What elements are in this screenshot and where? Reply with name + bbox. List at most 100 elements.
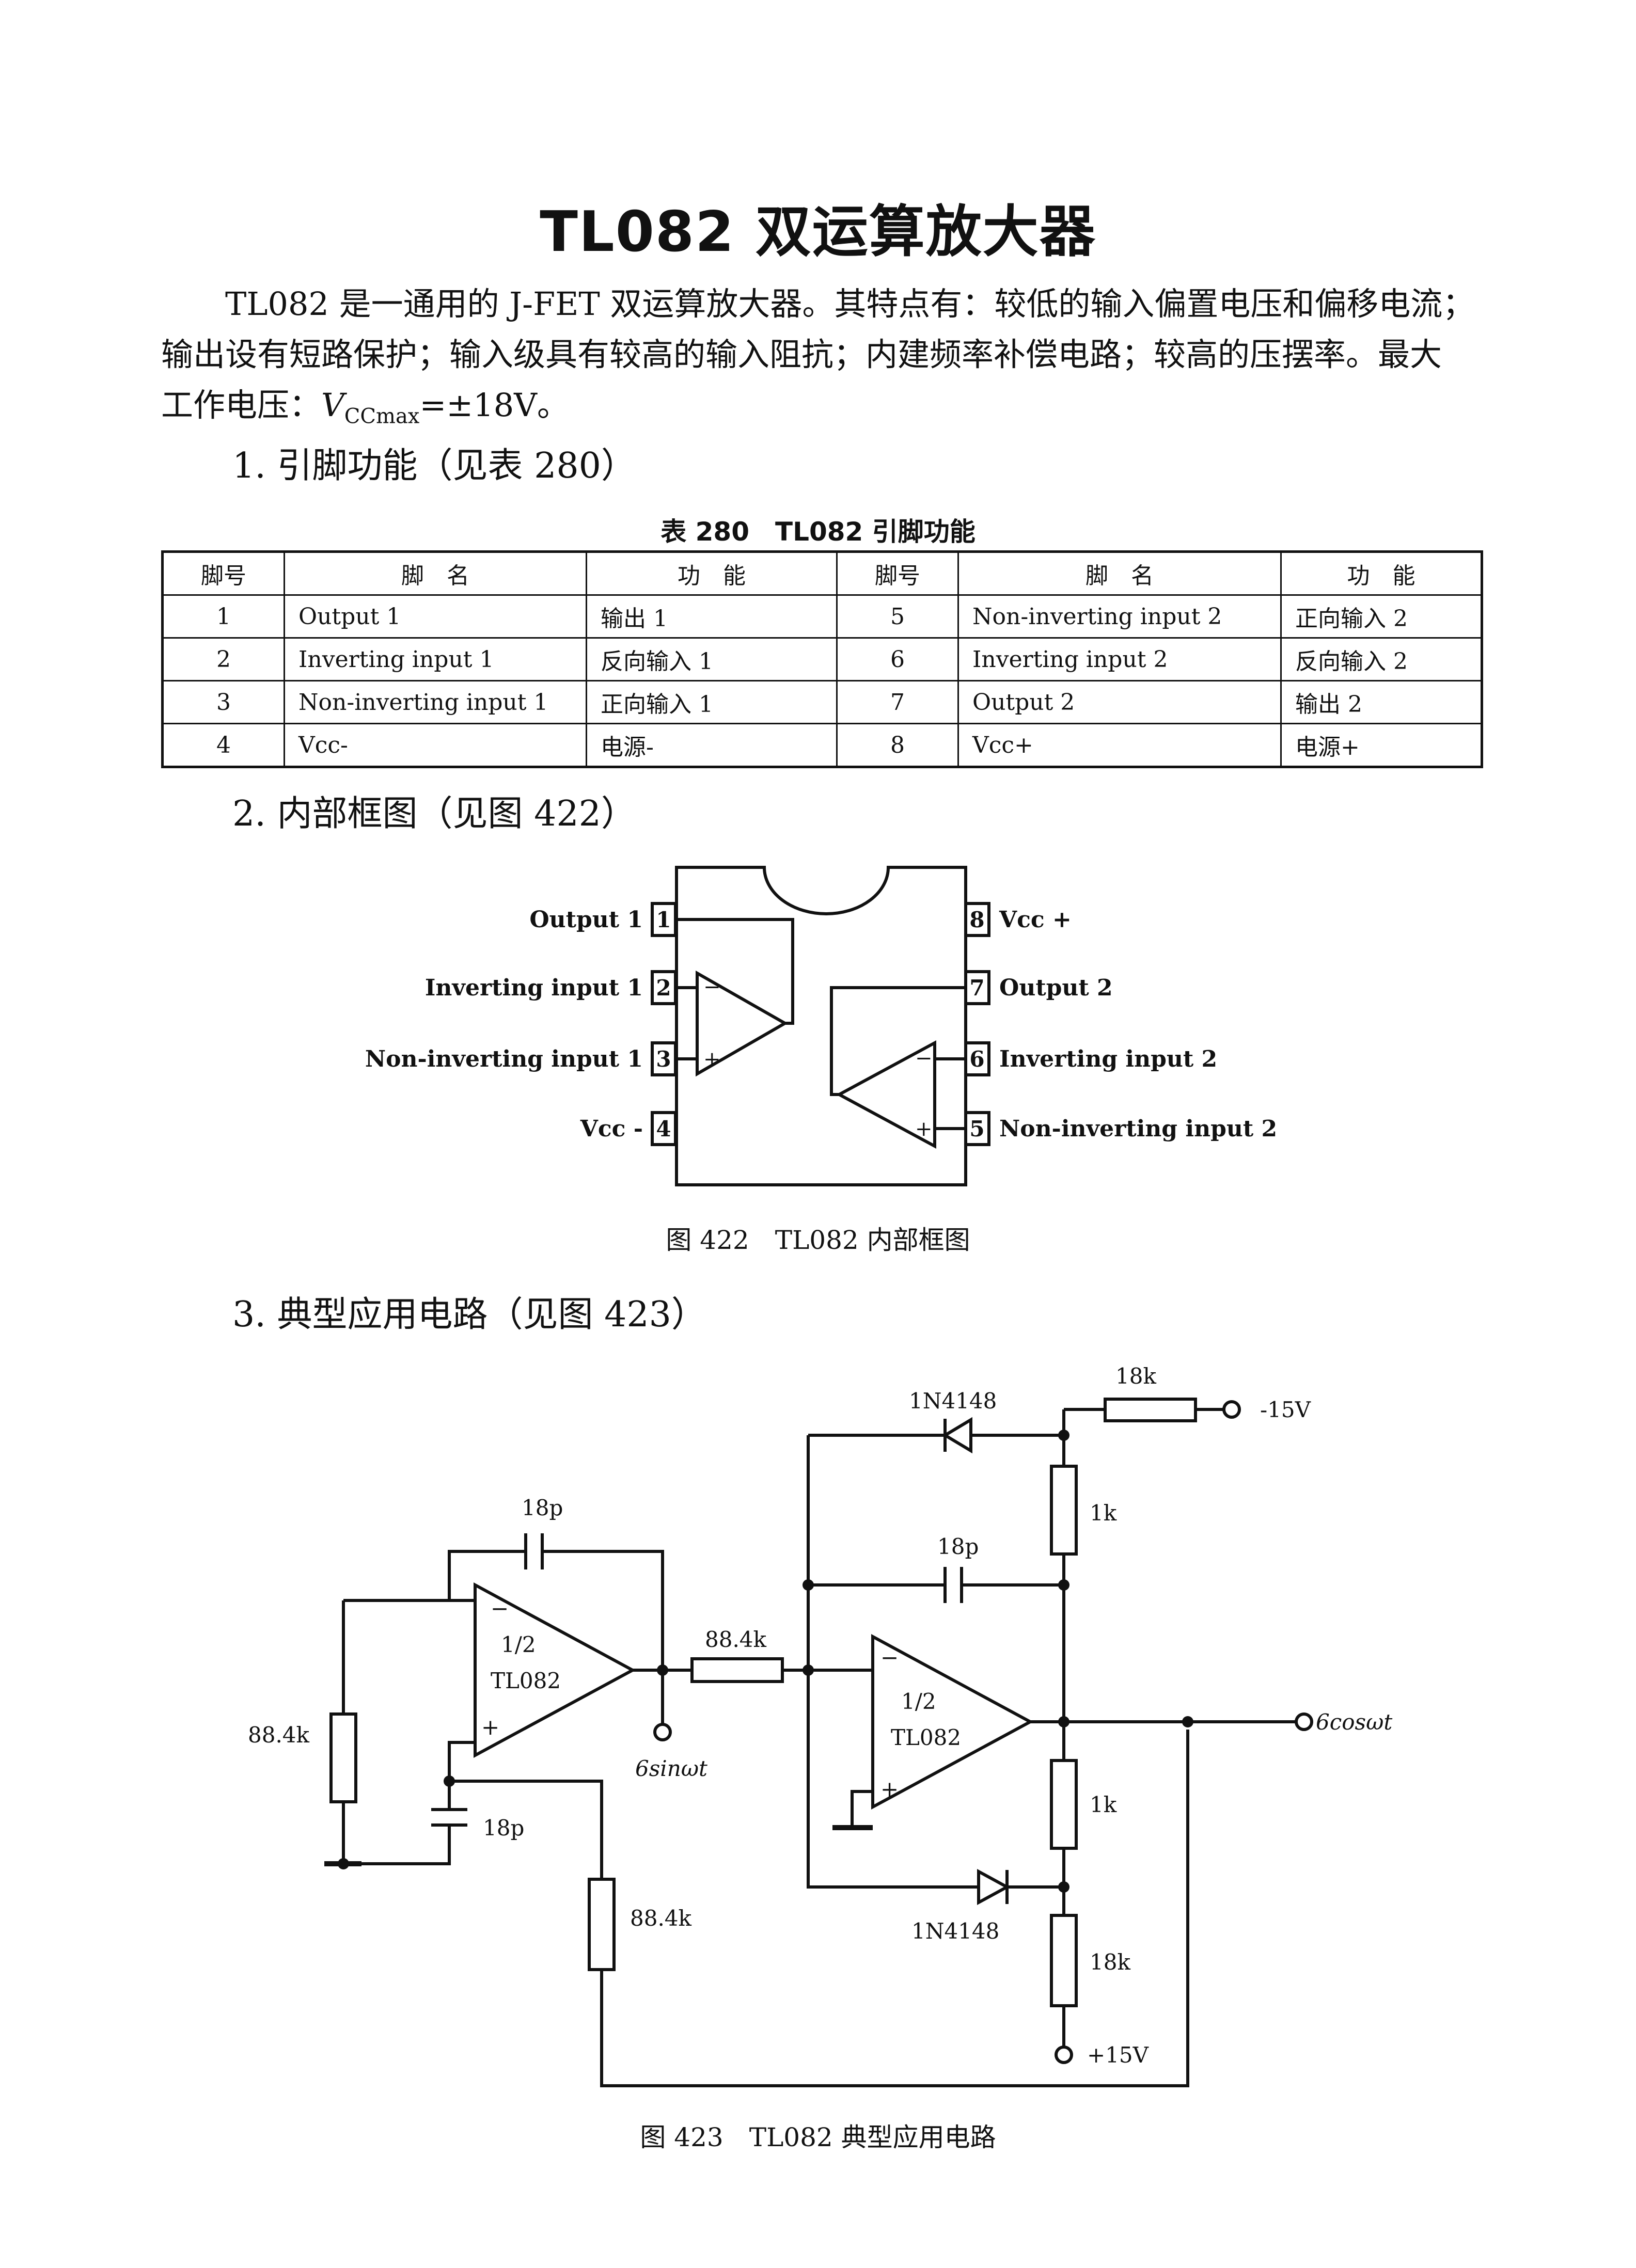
opamp-1-triangle: [696, 970, 789, 1077]
junction-dot: [1182, 1716, 1193, 1727]
wire: [448, 1741, 475, 1810]
table-header-row: 脚号 脚 名 功 能 脚号 脚 名 功 能: [162, 551, 1483, 596]
table-cell: 电源+: [1280, 723, 1483, 768]
capacitor-c1: [524, 1533, 544, 1569]
table-row: 3 Non-inverting input 1 正向输入 1 7 Output …: [162, 680, 1483, 724]
opamp-2-minus: −: [880, 1645, 899, 1670]
left-pin-label: Output 1: [529, 907, 643, 933]
wire: [449, 1780, 603, 1879]
right-pin-label: Output 2: [999, 975, 1113, 1001]
left-pin-label: Inverting input 1: [425, 975, 643, 1001]
resistor-1k-top-label: 1k: [1090, 1500, 1117, 1526]
table-cell: 5: [836, 594, 959, 639]
table-cell: Output 1: [284, 594, 587, 639]
section-heading-1: 1. 引脚功能（见表 280）: [232, 446, 636, 486]
resistor-bottom-label: 88.4k: [630, 1906, 692, 1931]
table-header: 功 能: [1280, 551, 1483, 596]
right-pin-label: Inverting input 2: [999, 1046, 1217, 1072]
opamp-1-minus: −: [703, 975, 721, 999]
opamp-2-plus: +: [880, 1777, 899, 1802]
output-terminal-2: [1295, 1712, 1313, 1731]
junction-dot: [338, 1858, 349, 1869]
opamp-1-minus: −: [491, 1596, 509, 1621]
wire: [851, 1790, 873, 1828]
wire: [600, 1730, 1189, 2087]
opamp-1-feedback-wire: [677, 918, 794, 1025]
left-pin-label: Vcc -: [580, 1116, 643, 1142]
terminal-neg15v: [1222, 1400, 1241, 1419]
wire: [807, 1670, 955, 1889]
table-cell: Vcc+: [957, 723, 1282, 768]
vcc-subscript: CCmax: [344, 404, 420, 429]
table-cell: 6: [836, 637, 959, 681]
supply-neg-label: -15V: [1260, 1397, 1311, 1422]
wire: [343, 1825, 451, 1865]
output-1-label: 6sinωt: [635, 1756, 707, 1781]
typical-application-circuit: − + − + 1/2 TL082 1/2 TL082 18p 18p 18p …: [248, 1363, 1392, 2087]
output-terminal-1: [653, 1723, 672, 1741]
table-cell: Output 2: [957, 680, 1282, 724]
vcc-value: =±18V。: [419, 386, 569, 424]
resistor-18k-top: [1104, 1398, 1197, 1422]
terminal-pos15v: [1055, 2045, 1073, 2064]
cap-c3-label: 18p: [937, 1534, 979, 1559]
table-row: 2 Inverting input 1 反向输入 1 6 Inverting i…: [162, 637, 1483, 681]
intro-line-2: 输出设有短路保护；输入级具有较高的输入阻抗；内建频率补偿电路；较高的压摆率。最大: [161, 336, 1442, 373]
table-cell: 输出 2: [1280, 680, 1483, 724]
resistor-1k-top: [1050, 1465, 1078, 1556]
intro-paragraph: TL082 是一通用的 J-FET 双运算放大器。其特点有：较低的输入偏置电压和…: [161, 279, 1483, 441]
pin-number: 3: [656, 1046, 671, 1072]
right-pin-label: Vcc +: [999, 907, 1072, 933]
pin-number: 5: [969, 1116, 984, 1141]
table-cell: 反向输入 1: [586, 637, 838, 681]
opamp-2: [871, 1633, 1034, 1810]
pin-number: 8: [969, 907, 984, 932]
left-pin-label: Non-inverting input 1: [365, 1046, 643, 1072]
output-2-label: 6cosωt: [1316, 1709, 1392, 1735]
resistor-18k-bottom-label: 18k: [1090, 1949, 1130, 1975]
table-cell: Inverting input 1: [284, 637, 587, 681]
section-heading-2: 2. 内部框图（见图 422）: [232, 794, 636, 834]
table-header: 脚号: [162, 551, 285, 596]
capacitor-c3: [943, 1567, 963, 1603]
pin-box-3: [651, 1041, 677, 1076]
opamp-2-label-bottom: TL082: [891, 1725, 961, 1750]
table-cell: 反向输入 2: [1280, 637, 1483, 681]
table-row: 4 Vcc- 电源- 8 Vcc+ 电源+: [162, 723, 1483, 768]
diode-bottom: [977, 1868, 1011, 1906]
opamp-1: [474, 1582, 636, 1758]
junction-dot: [1058, 1881, 1069, 1893]
opamp-1-label-bottom: TL082: [491, 1668, 561, 1693]
resistor-18k-bottom: [1050, 1914, 1078, 2007]
cap-c1-label: 18p: [522, 1495, 563, 1520]
intro-line-3: 工作电压：VCCmax=±18V。: [161, 386, 569, 429]
opamp-2-plus: +: [915, 1117, 933, 1141]
table-cell: 8: [836, 723, 959, 768]
pin-number: 1: [656, 907, 671, 932]
table-cell: Inverting input 2: [957, 637, 1282, 681]
figure-422-caption: 图 422 TL082 内部框图: [666, 1225, 970, 1255]
pin-number: 4: [656, 1116, 671, 1141]
junction-dot: [803, 1579, 814, 1591]
opamp-2-label-top: 1/2: [901, 1689, 936, 1714]
resistor-left-label: 88.4k: [248, 1722, 310, 1748]
diode-top-label: 1N4148: [909, 1388, 997, 1414]
table-cell: 输出 1: [586, 594, 838, 639]
opamp-2-minus: −: [915, 1046, 933, 1070]
capacitor-c2: [431, 1808, 467, 1827]
intro-line-1: TL082 是一通用的 J-FET 双运算放大器。其特点有：较低的输入偏置电压和…: [225, 285, 1475, 323]
opamp-1-plus: +: [481, 1715, 499, 1740]
resistor-r-bottom: [588, 1878, 616, 1971]
right-pin-label: Non-inverting input 2: [999, 1116, 1277, 1142]
table-header: 功 能: [586, 551, 838, 596]
table-header: 脚 名: [284, 551, 587, 596]
pin-box-1: [651, 902, 677, 937]
resistor-series-label: 88.4k: [705, 1627, 767, 1652]
table-caption: 表 280 TL082 引脚功能: [660, 517, 976, 547]
resistor-r-left: [329, 1712, 357, 1803]
table-cell: 正向输入 1: [586, 680, 838, 724]
table-cell: 4: [162, 723, 285, 768]
pin-box-4: [651, 1111, 677, 1146]
cap-c2-label: 18p: [483, 1815, 524, 1841]
table-cell: 1: [162, 594, 285, 639]
